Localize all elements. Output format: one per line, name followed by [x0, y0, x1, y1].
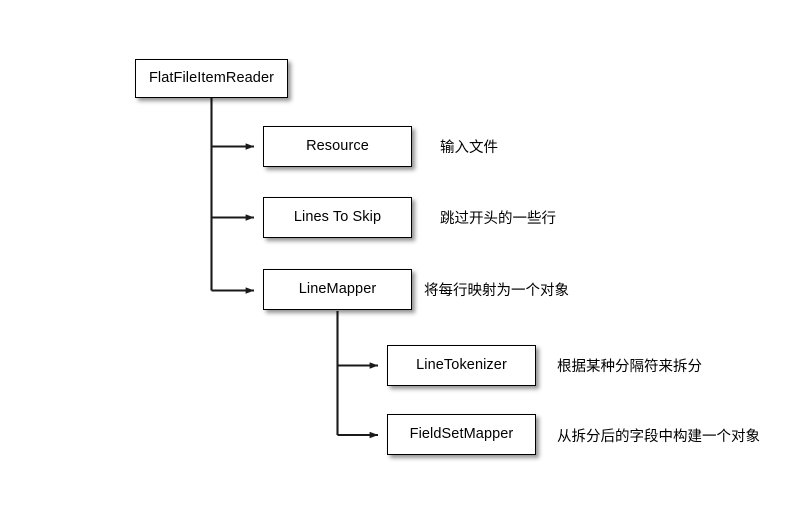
node-label: FlatFileItemReader [148, 69, 275, 86]
node-flat-file-item-reader[interactable]: FlatFileItemReader [135, 59, 288, 98]
node-lines-to-skip[interactable]: Lines To Skip [263, 197, 412, 238]
node-label: LineTokenizer [416, 356, 507, 373]
node-label: LineMapper [298, 280, 377, 297]
node-label: Resource [306, 137, 369, 154]
node-resource[interactable]: Resource [263, 126, 412, 167]
node-label: FieldSetMapper [409, 425, 514, 442]
annotation-line-tokenizer: 根据某种分隔符来拆分 [557, 359, 702, 375]
node-label: Lines To Skip [293, 208, 382, 225]
node-field-set-mapper[interactable]: FieldSetMapper [387, 414, 536, 455]
annotation-field-set-mapper: 从拆分后的字段中构建一个对象 [557, 429, 760, 445]
node-line-mapper[interactable]: LineMapper [263, 269, 412, 310]
annotation-lines-to-skip: 跳过开头的一些行 [440, 211, 556, 227]
annotation-line-mapper: 将每行映射为一个对象 [424, 283, 569, 299]
annotation-resource: 输入文件 [440, 140, 498, 156]
node-line-tokenizer[interactable]: LineTokenizer [387, 345, 536, 386]
